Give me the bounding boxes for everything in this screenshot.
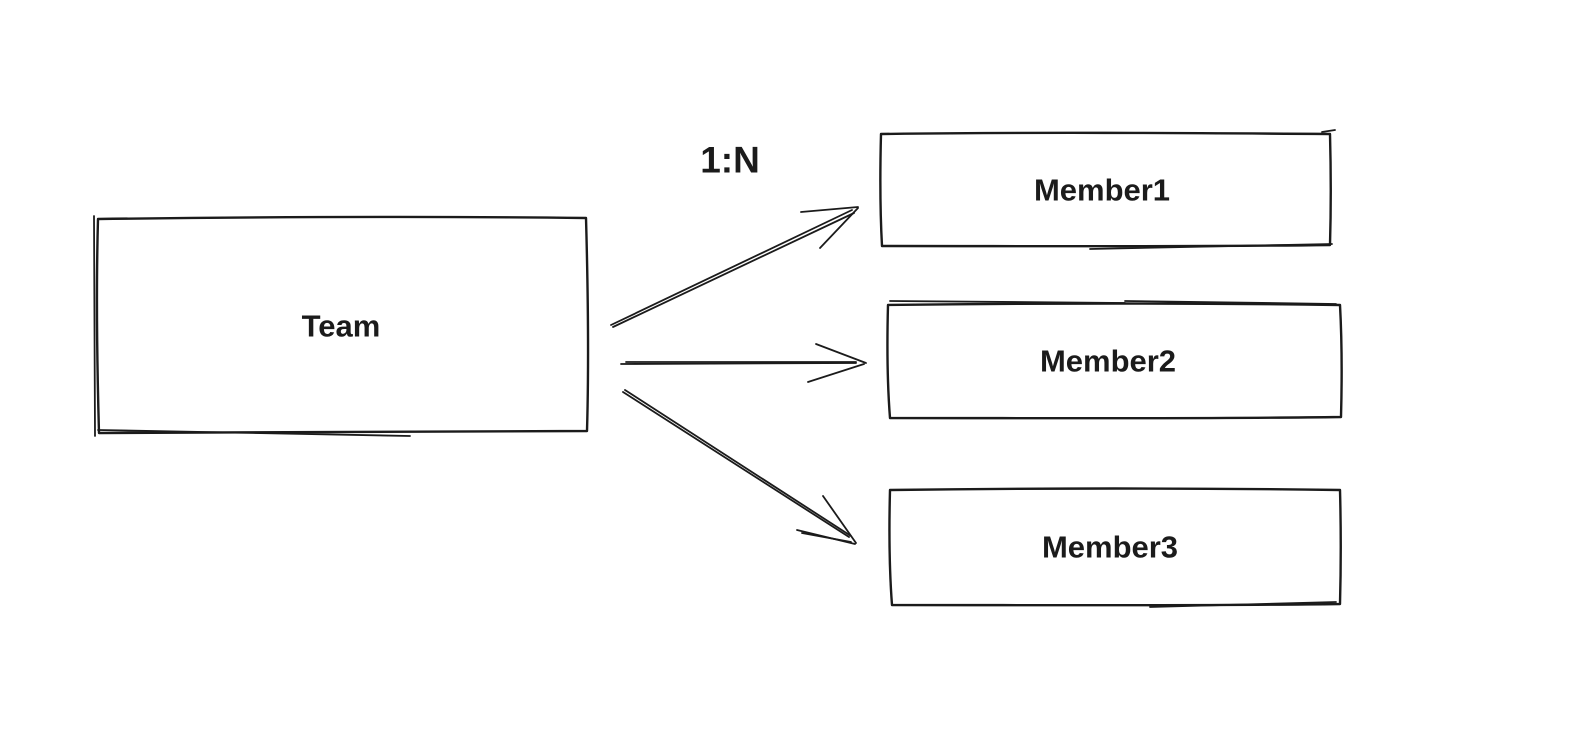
node-box-fill bbox=[98, 218, 587, 433]
node-member1[interactable]: Member1 bbox=[879, 129, 1336, 250]
edge-team-member1[interactable]: 1:N bbox=[610, 140, 859, 328]
node-box-sketch-stroke bbox=[1124, 300, 1337, 305]
node-box-sketch-stroke bbox=[1321, 129, 1336, 133]
node-box-sketch-stroke bbox=[1149, 601, 1337, 608]
arrowhead-icon bbox=[800, 206, 859, 213]
node-box-fill bbox=[890, 490, 1340, 605]
node-box-sketch-stroke bbox=[97, 429, 411, 437]
arrowhead-icon bbox=[807, 363, 865, 383]
arrowhead-icon bbox=[822, 495, 857, 544]
node-label-member1: Member1 bbox=[1034, 173, 1170, 208]
node-label-member3: Member3 bbox=[1042, 530, 1178, 565]
node-member2[interactable]: Member2 bbox=[886, 300, 1343, 420]
arrowhead-icon bbox=[815, 343, 867, 364]
node-box-outline bbox=[888, 487, 1342, 607]
edge-line bbox=[622, 391, 850, 538]
edge-line bbox=[620, 362, 857, 365]
node-member3[interactable]: Member3 bbox=[888, 487, 1342, 608]
node-box-fill bbox=[888, 305, 1341, 418]
node-label-team: Team bbox=[302, 309, 381, 344]
edge-cardinality-label: 1:N bbox=[700, 140, 760, 181]
node-box-outline bbox=[879, 131, 1332, 248]
node-label-member2: Member2 bbox=[1040, 344, 1176, 379]
edge-line-overdraw bbox=[624, 389, 852, 537]
arrowhead-icon bbox=[819, 207, 859, 249]
edge-team-member3[interactable] bbox=[622, 389, 857, 545]
node-team[interactable]: Team bbox=[93, 215, 590, 437]
node-box-fill bbox=[881, 134, 1330, 246]
node-box-outline bbox=[95, 215, 590, 435]
edge-team-member2[interactable] bbox=[620, 343, 867, 383]
node-box-sketch-stroke bbox=[889, 300, 1126, 304]
arrowhead-overdraw bbox=[801, 532, 852, 543]
edge-line bbox=[610, 209, 853, 326]
node-box-sketch-stroke bbox=[93, 215, 96, 437]
node-box-sketch-stroke bbox=[1089, 243, 1333, 250]
edge-line-overdraw bbox=[612, 212, 855, 328]
